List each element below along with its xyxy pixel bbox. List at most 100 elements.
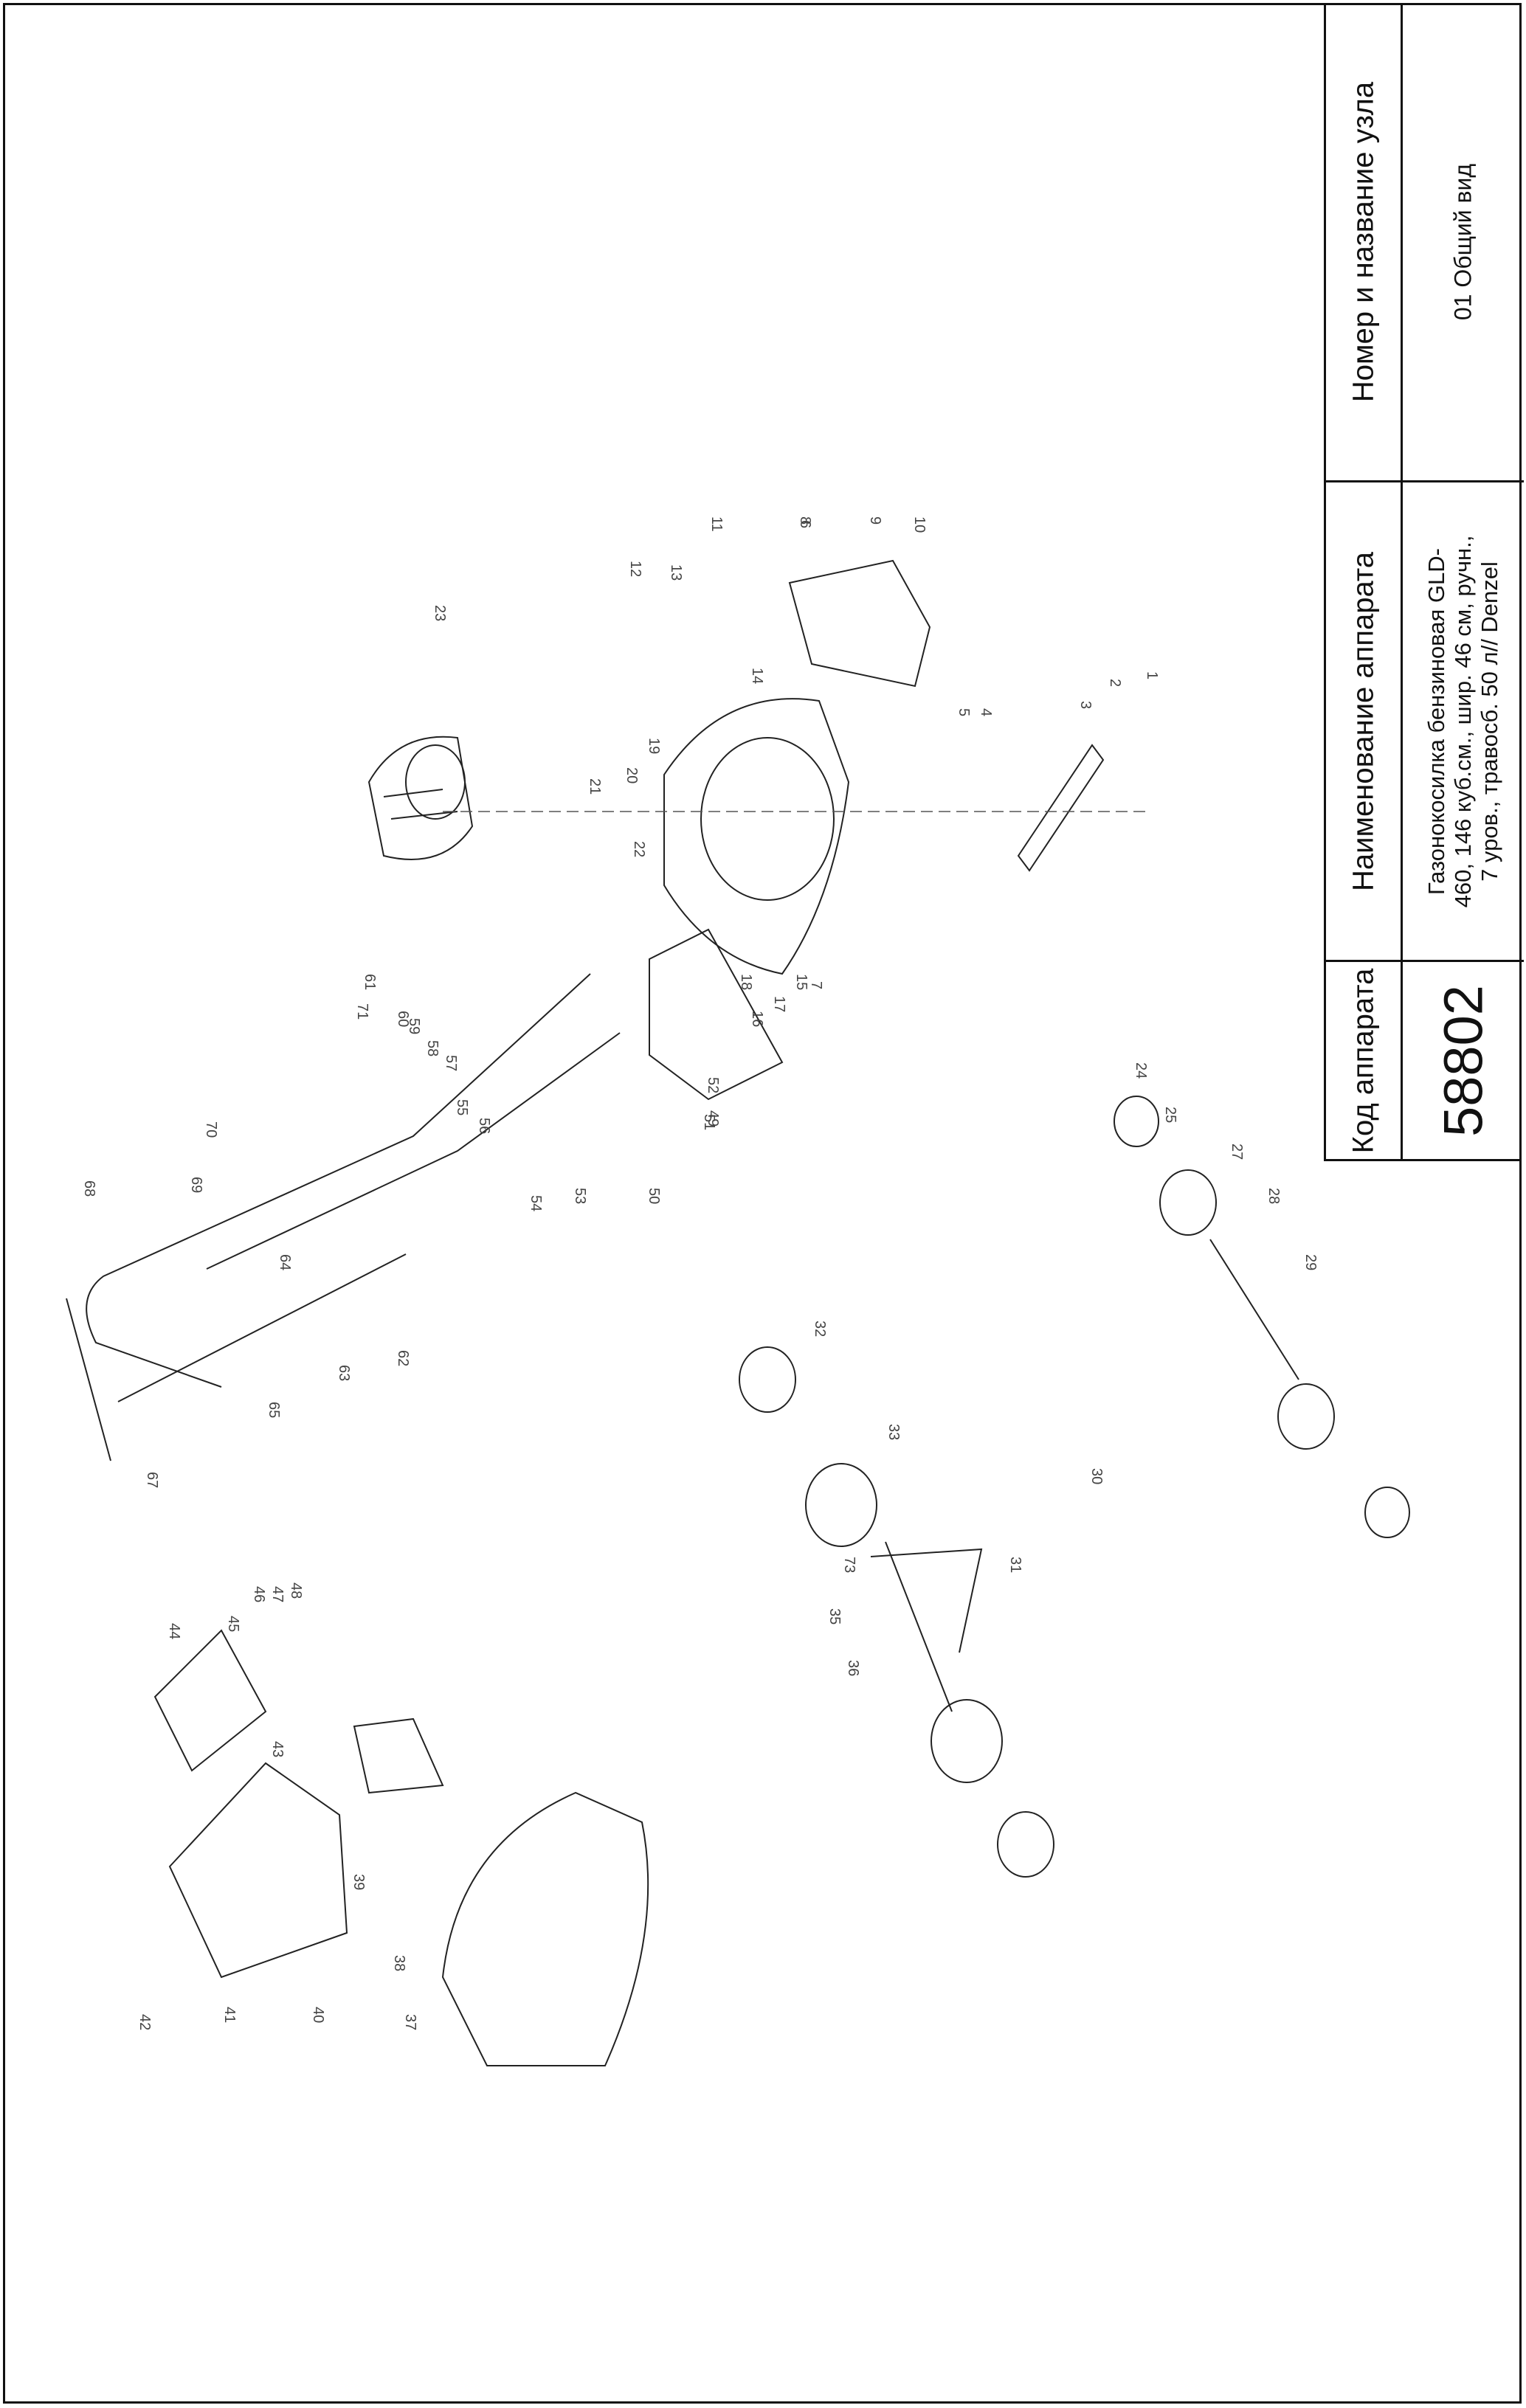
part-label-63: 63 bbox=[336, 1365, 352, 1381]
part-label-47: 47 bbox=[269, 1586, 286, 1602]
sheet-frame bbox=[3, 3, 1522, 2404]
part-label-38: 38 bbox=[391, 1955, 407, 1971]
part-label-60: 60 bbox=[395, 1011, 411, 1027]
part-label-19: 19 bbox=[646, 738, 662, 754]
part-label-16: 16 bbox=[749, 1011, 765, 1027]
code-header: Код аппарата bbox=[1347, 968, 1379, 1153]
part-label-4: 4 bbox=[978, 708, 994, 716]
part-label-73: 73 bbox=[841, 1557, 857, 1573]
part-label-42: 42 bbox=[137, 2014, 153, 2030]
engine bbox=[367, 736, 474, 860]
part-label-70: 70 bbox=[203, 1121, 219, 1138]
code-value-cell: 58802 bbox=[1403, 962, 1524, 1159]
part-label-41: 41 bbox=[221, 2007, 238, 2023]
code-header-cell: Код аппарата bbox=[1326, 962, 1401, 1159]
part-label-44: 44 bbox=[166, 1623, 182, 1639]
part-label-67: 67 bbox=[144, 1472, 160, 1488]
part-label-24: 24 bbox=[1133, 1062, 1149, 1079]
blade bbox=[1017, 744, 1105, 872]
part-label-45: 45 bbox=[225, 1616, 241, 1632]
part-label-8: 8 bbox=[797, 516, 813, 525]
title-block-value-column: 01 Общий вид Газонокосилка бензиновая GL… bbox=[1403, 3, 1524, 1159]
part-label-46: 46 bbox=[251, 1586, 267, 1602]
node-header: Номер и название узла bbox=[1347, 81, 1379, 402]
part-label-59: 59 bbox=[406, 1018, 422, 1034]
part-label-53: 53 bbox=[572, 1188, 588, 1204]
part-label-17: 17 bbox=[771, 996, 787, 1012]
part-label-69: 69 bbox=[188, 1177, 204, 1193]
rear-flap bbox=[649, 928, 784, 1101]
part-label-61: 61 bbox=[362, 974, 378, 990]
title-block: Номер и название узла Наименование аппар… bbox=[1324, 3, 1524, 1161]
part-label-20: 20 bbox=[624, 767, 640, 783]
part-label-32: 32 bbox=[812, 1321, 828, 1337]
part-label-9: 9 bbox=[867, 516, 883, 525]
part-label-50: 50 bbox=[646, 1188, 662, 1204]
part-label-5: 5 bbox=[956, 708, 972, 716]
name-line-3: 7 уров., травосб. 50 л// Denzel bbox=[1477, 561, 1502, 882]
part-label-40: 40 bbox=[310, 2007, 326, 2023]
name-line-1: Газонокосилка бензиновая GLD- bbox=[1423, 547, 1449, 895]
part-label-33: 33 bbox=[885, 1424, 902, 1440]
part-label-71: 71 bbox=[354, 1003, 370, 1020]
part-label-35: 35 bbox=[826, 1608, 843, 1625]
part-label-54: 54 bbox=[528, 1195, 544, 1211]
part-label-48: 48 bbox=[288, 1582, 304, 1599]
part-label-7: 7 bbox=[808, 981, 824, 989]
grass-catcher bbox=[153, 1629, 649, 2066]
part-label-6: 6 bbox=[797, 520, 813, 528]
part-label-2: 2 bbox=[1107, 679, 1123, 687]
rear-axle bbox=[885, 1541, 953, 1712]
title-block-header-column: Номер и название узла Наименование аппар… bbox=[1326, 3, 1403, 1159]
part-label-28: 28 bbox=[1266, 1188, 1282, 1204]
name-line-2: 460, 146 куб.см., шир. 46 см, ручн., bbox=[1450, 535, 1476, 907]
part-label-43: 43 bbox=[269, 1741, 286, 1757]
node-value: 01 Общий вид bbox=[1449, 163, 1477, 320]
part-label-3: 3 bbox=[1077, 701, 1094, 709]
part-label-15: 15 bbox=[793, 974, 809, 990]
part-label-64: 64 bbox=[277, 1254, 293, 1270]
part-label-21: 21 bbox=[587, 778, 603, 795]
part-label-36: 36 bbox=[845, 1660, 861, 1676]
name-value: Газонокосилка бензиновая GLD- 460, 146 к… bbox=[1423, 515, 1503, 928]
mower-deck bbox=[663, 698, 850, 975]
part-label-51: 51 bbox=[701, 1114, 717, 1130]
part-label-1: 1 bbox=[1144, 671, 1160, 679]
part-label-29: 29 bbox=[1302, 1254, 1319, 1270]
part-label-25: 25 bbox=[1162, 1107, 1178, 1123]
name-header: Наименование аппарата bbox=[1347, 551, 1379, 891]
wheels bbox=[739, 1096, 1410, 1878]
part-label-68: 68 bbox=[81, 1180, 97, 1197]
height-lever bbox=[870, 1548, 983, 1653]
part-label-11: 11 bbox=[708, 516, 725, 532]
part-label-27: 27 bbox=[1229, 1144, 1245, 1160]
part-label-22: 22 bbox=[631, 841, 647, 857]
node-header-cell: Номер и название узла bbox=[1326, 3, 1401, 482]
part-label-39: 39 bbox=[351, 1874, 367, 1890]
name-header-cell: Наименование аппарата bbox=[1326, 482, 1401, 962]
part-label-30: 30 bbox=[1088, 1468, 1105, 1484]
part-label-62: 62 bbox=[395, 1350, 411, 1366]
part-label-14: 14 bbox=[749, 668, 765, 684]
part-label-31: 31 bbox=[1007, 1557, 1023, 1573]
code-value: 58802 bbox=[1432, 984, 1494, 1137]
part-label-13: 13 bbox=[668, 564, 684, 581]
part-label-58: 58 bbox=[424, 1040, 441, 1056]
part-label-18: 18 bbox=[738, 974, 754, 990]
front-axle bbox=[1209, 1239, 1299, 1380]
part-label-37: 37 bbox=[402, 2014, 418, 2030]
rear-cover bbox=[788, 559, 931, 688]
part-label-23: 23 bbox=[432, 605, 448, 621]
node-value-cell: 01 Общий вид bbox=[1403, 3, 1524, 482]
part-label-52: 52 bbox=[705, 1077, 721, 1093]
part-label-10: 10 bbox=[911, 516, 928, 533]
part-label-56: 56 bbox=[476, 1118, 492, 1134]
part-label-57: 57 bbox=[443, 1055, 459, 1071]
part-label-49: 49 bbox=[705, 1110, 721, 1127]
handle bbox=[66, 973, 621, 1461]
part-label-65: 65 bbox=[266, 1402, 282, 1418]
name-value-cell: Газонокосилка бензиновая GLD- 460, 146 к… bbox=[1403, 482, 1524, 962]
part-label-12: 12 bbox=[627, 561, 643, 577]
